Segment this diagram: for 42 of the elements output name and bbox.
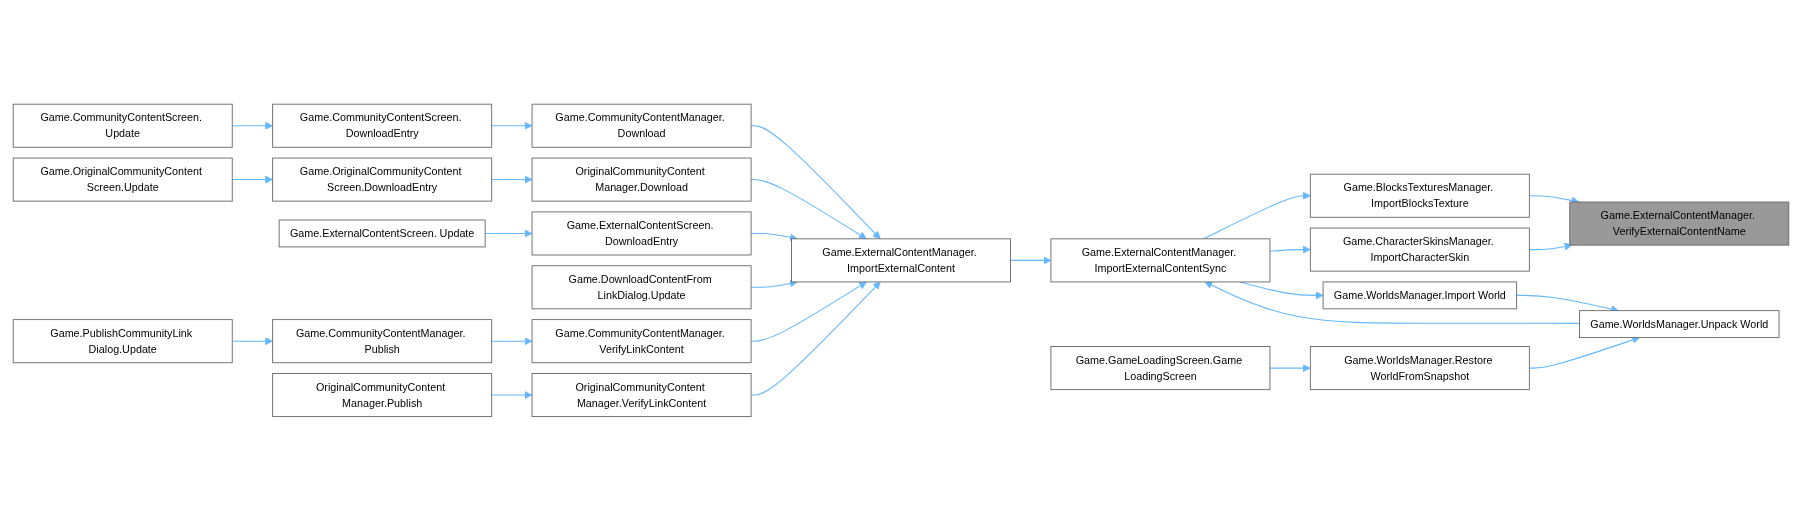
node-box: Game.ExternalContentManager. ImportExternalContent xyxy=(790,238,1011,282)
node-box: Game.WorldsManager.Unpack World xyxy=(1578,309,1779,338)
node-box: Game.CommunityContentManager. VerifyLinkContent xyxy=(531,318,752,363)
node-box: Game.ExternalContentScreen. DownloadEntry xyxy=(531,211,752,256)
arrow xyxy=(750,232,798,241)
arrow xyxy=(231,336,273,345)
arrow xyxy=(484,229,532,237)
node-box: Game.ExternalContentManager. ImportExternalContentSync xyxy=(1049,238,1270,282)
node-box: Game.CommunityContentManager. Download xyxy=(531,103,752,148)
arrow xyxy=(750,178,867,239)
arrow xyxy=(231,121,273,130)
arrow xyxy=(490,121,532,130)
node-box: Game.OriginalCommunityContent Screen.Update xyxy=(12,157,233,202)
node-box: OriginalCommunityContent Manager.Publish xyxy=(271,372,492,417)
node-box: Game.CommunityContentScreen. Update xyxy=(12,103,233,148)
arrow xyxy=(1528,194,1579,204)
node-box: Game.WorldsManager.Import World xyxy=(1322,281,1517,309)
node-box: Game.CommunityContentManager. Publish xyxy=(271,318,492,363)
node-box: Game.CharacterSkinsManager. ImportCharacterSkin xyxy=(1309,227,1530,272)
node-box: Game.GameLoadingScreen.Game LoadingScreen xyxy=(1049,345,1270,390)
arrow xyxy=(750,281,881,396)
arrow xyxy=(1528,242,1572,251)
node-box: Game.CommunityContentScreen. DownloadEntry xyxy=(271,103,492,148)
arrow xyxy=(1268,363,1311,372)
node-box: Game.PublishCommunityLink Dialog.Update xyxy=(12,318,233,363)
arrow xyxy=(1268,245,1311,254)
arrow xyxy=(231,175,273,184)
arrow xyxy=(750,281,867,342)
node-box: OriginalCommunityContent Manager.VerifyLinkContent xyxy=(531,372,752,417)
arrow xyxy=(750,124,881,239)
node-box: Game.DownloadContentFrom LinkDialog.Update xyxy=(531,264,752,309)
node-box: Game.ExternalContentScreen. Update xyxy=(278,219,486,247)
node-box: OriginalCommunityContent Manager.Download xyxy=(531,157,752,202)
node-box: Game.OriginalCommunityContent Screen.DownloadEntry xyxy=(271,157,492,202)
arrow xyxy=(1009,256,1051,264)
node-box: Game.ExternalContentManager. VerifyExternalContentName xyxy=(1568,201,1789,246)
arrow xyxy=(490,175,532,184)
arrow xyxy=(490,336,532,345)
arrow xyxy=(750,279,798,288)
arrow xyxy=(490,390,532,399)
node-box: Game.WorldsManager.Restore WorldFromSnapshot xyxy=(1309,345,1530,390)
node-box: Game.BlocksTexturesManager. ImportBlocksTexture xyxy=(1309,173,1530,218)
